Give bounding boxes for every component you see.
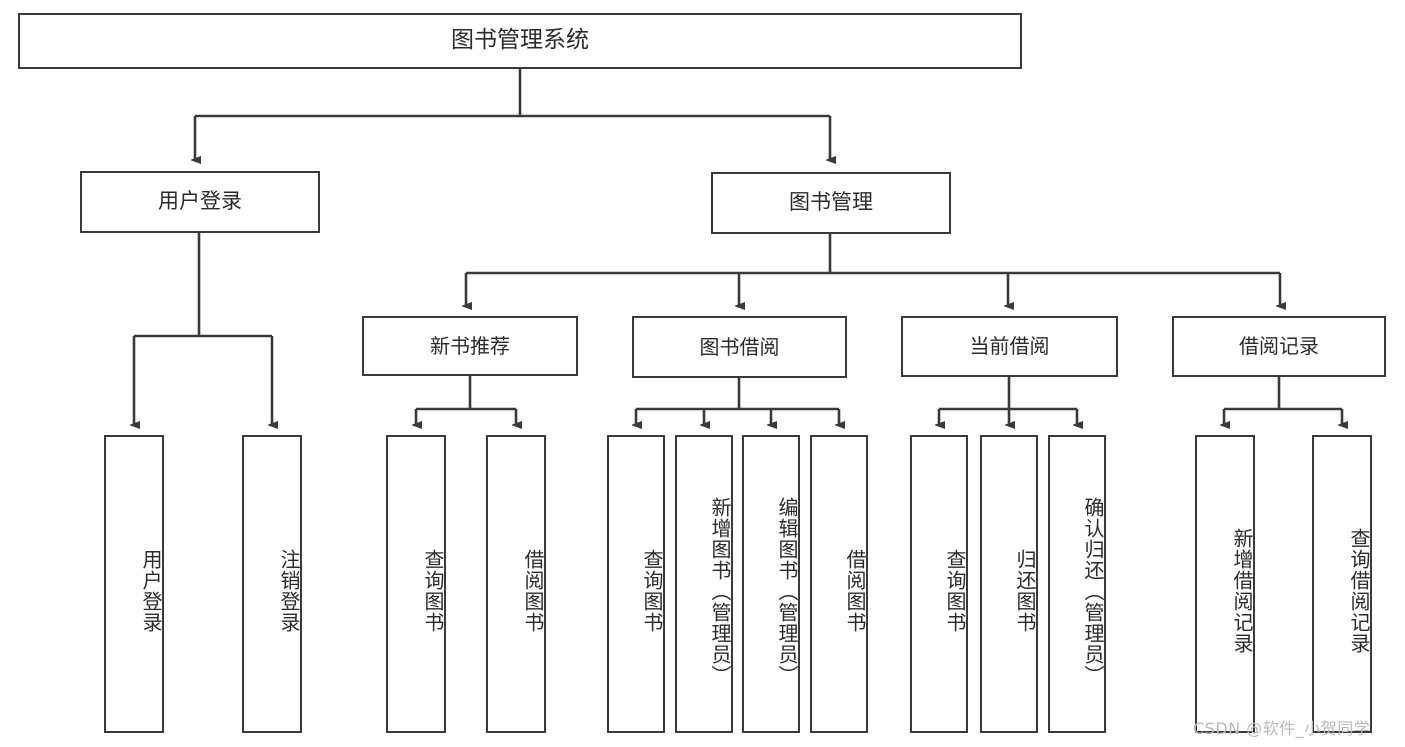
leaf-logout-login[interactable]: 注销登录 [242,435,302,733]
node-label: 借阅图书 [521,549,545,633]
node-label: 用户登录 [158,189,242,214]
leaf-edit-book-admin[interactable]: 编辑图书（管理员） [742,435,800,733]
node-label: 查询图书 [943,549,967,633]
leaf-add-book-admin[interactable]: 新增图书（管理员） [675,435,733,733]
node-label: 图书借阅 [699,334,780,359]
node-label: 编辑图书（管理员） [775,496,799,686]
node-label: 新书推荐 [430,333,510,358]
leaf-query-book-borrow[interactable]: 查询图书 [607,435,665,733]
node-book-management[interactable]: 图书管理 [711,172,951,234]
node-book-borrow[interactable]: 图书借阅 [632,316,847,378]
node-new-book-recommend[interactable]: 新书推荐 [362,316,578,376]
node-current-borrow[interactable]: 当前借阅 [901,316,1118,377]
leaf-query-borrow-record[interactable]: 查询借阅记录 [1312,435,1372,733]
node-label: 查询图书 [421,549,445,633]
leaf-borrow-book-recommend[interactable]: 借阅图书 [486,435,546,733]
leaf-query-book-current[interactable]: 查询图书 [910,435,968,733]
node-label: 新增图书（管理员） [708,496,732,686]
leaf-borrow-book[interactable]: 借阅图书 [810,435,868,733]
leaf-query-book-recommend[interactable]: 查询图书 [386,435,446,733]
node-user-login[interactable]: 用户登录 [80,171,320,233]
node-root-book-management-system[interactable]: 图书管理系统 [18,13,1022,69]
node-label: 归还图书 [1013,549,1037,633]
node-label: 图书管理 [789,190,873,215]
node-label: 查询图书 [640,549,664,633]
node-label: 当前借阅 [969,334,1050,359]
node-label: 新增借阅记录 [1230,528,1254,654]
node-label: 图书管理系统 [451,27,589,54]
leaf-add-borrow-record[interactable]: 新增借阅记录 [1195,435,1255,733]
leaf-return-book[interactable]: 归还图书 [980,435,1038,733]
leaf-user-login[interactable]: 用户登录 [104,435,164,733]
leaf-confirm-return-admin[interactable]: 确认归还（管理员） [1048,435,1106,733]
node-label: 查询借阅记录 [1347,528,1371,654]
node-label: 借阅图书 [843,549,867,633]
node-borrow-record[interactable]: 借阅记录 [1172,316,1386,377]
node-label: 注销登录 [277,549,301,633]
node-label: 确认归还（管理员） [1081,496,1105,686]
node-label: 借阅记录 [1239,334,1319,359]
watermark: CSDN @软件_小贺同学 [1193,719,1371,738]
node-label: 用户登录 [139,549,163,633]
